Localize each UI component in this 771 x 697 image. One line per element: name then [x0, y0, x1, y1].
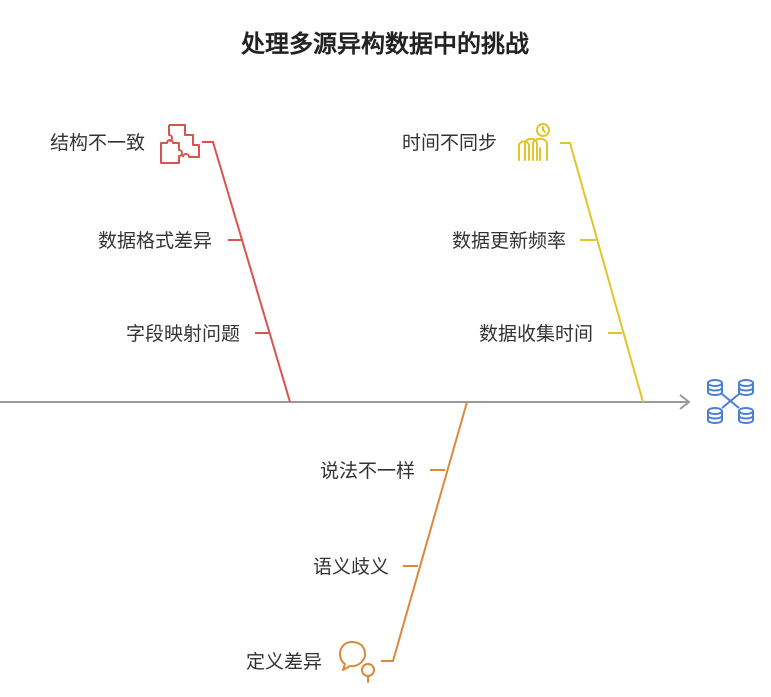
- branch-semantic-cause-1: 说法不一样: [320, 460, 415, 482]
- spine-arrowhead: [679, 394, 691, 410]
- branch-structure-cause-2: 字段映射问题: [126, 323, 240, 345]
- speech-search-icon: [339, 641, 375, 683]
- people-clock-icon: [518, 123, 550, 161]
- branch-semantic-bone: [381, 401, 468, 662]
- branch-time: 时间不同步 数据更新频率 数据收集时间: [402, 123, 644, 403]
- branch-semantic: 说法不一样 语义歧义 定义差异: [246, 401, 468, 683]
- branch-structure: 结构不一致 数据格式差异 字段映射问题: [50, 124, 291, 403]
- diagram-title: 处理多源异构数据中的挑战: [240, 30, 529, 58]
- branch-structure-head: 结构不一致: [50, 132, 145, 154]
- branch-time-head: 时间不同步: [402, 132, 497, 154]
- branch-semantic-cause-2: 语义歧义: [313, 556, 389, 578]
- branch-structure-cause-1: 数据格式差异: [98, 230, 212, 252]
- branch-time-bone: [560, 142, 644, 403]
- branch-time-cause-1: 数据更新频率: [452, 230, 566, 252]
- branch-structure-bone: [202, 141, 291, 403]
- database-network-icon: [707, 379, 754, 424]
- branch-semantic-head: 定义差异: [246, 651, 322, 673]
- spine: [0, 394, 691, 410]
- branch-time-cause-2: 数据收集时间: [479, 323, 593, 345]
- puzzle-icon: [160, 124, 200, 164]
